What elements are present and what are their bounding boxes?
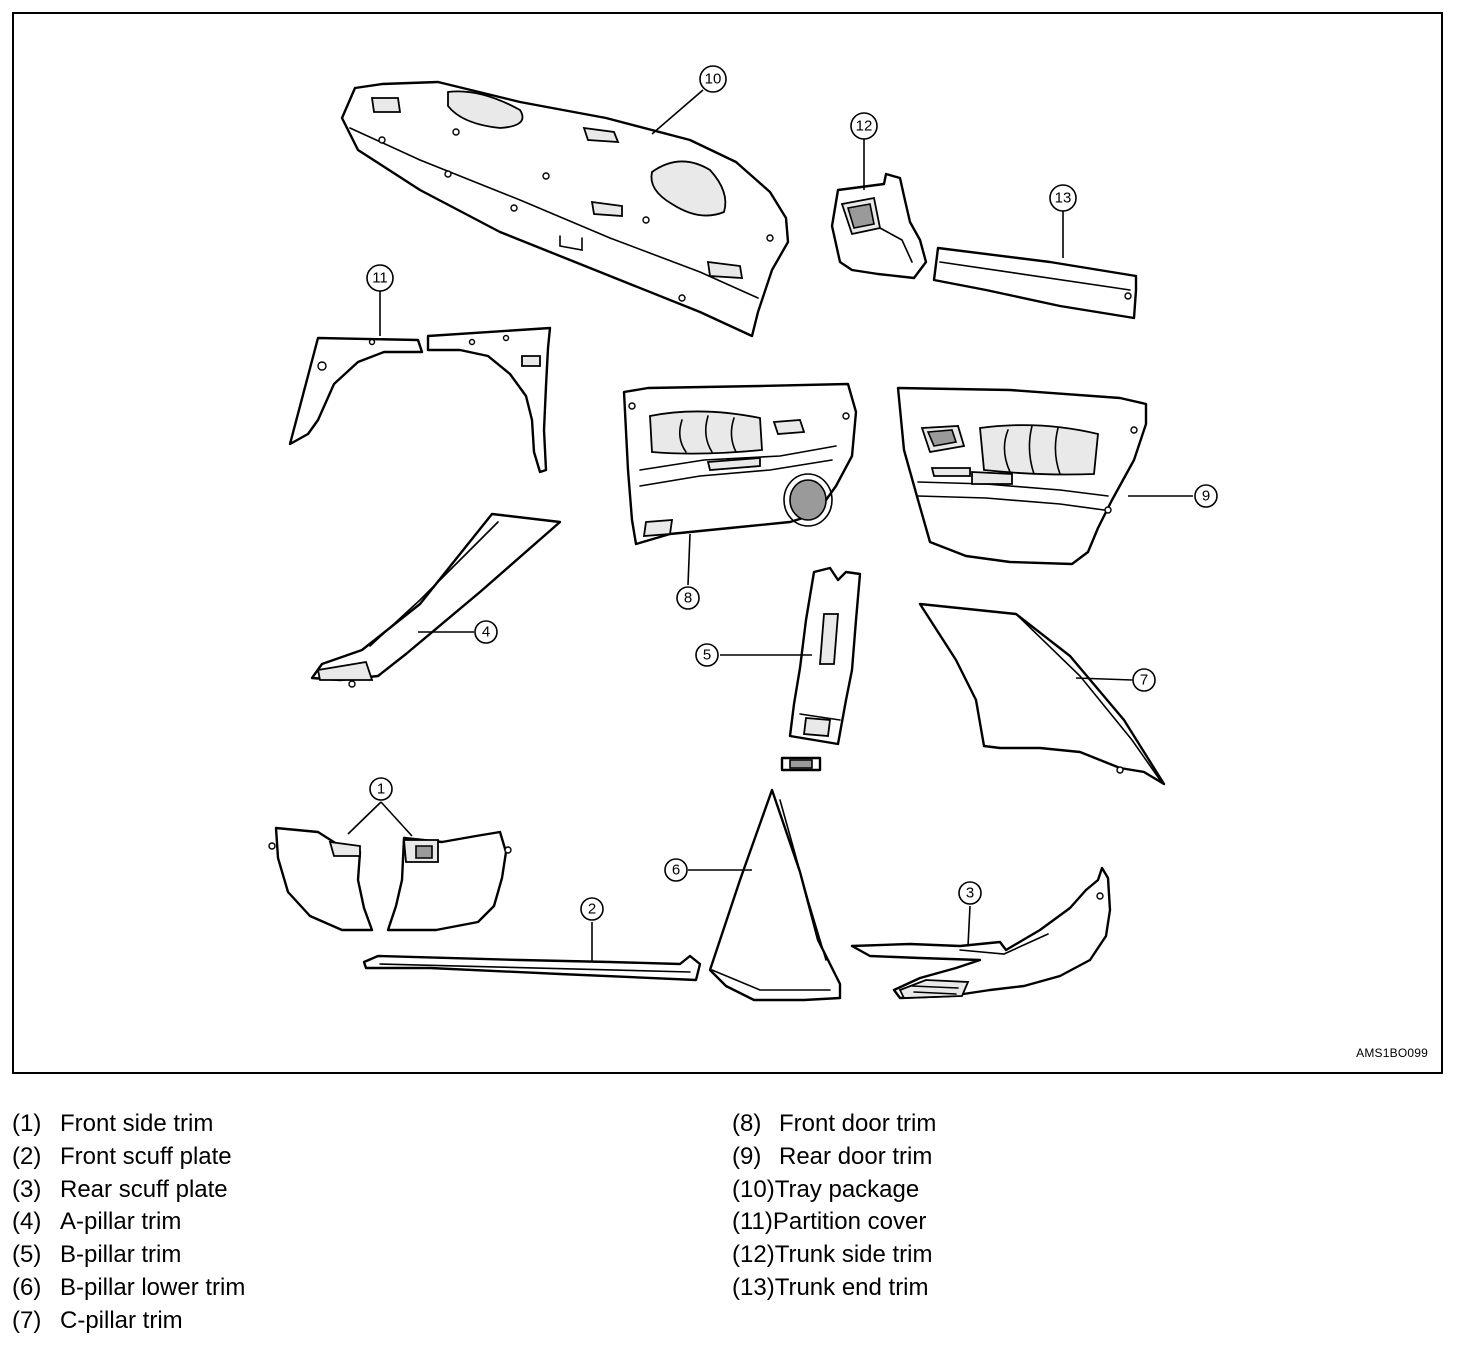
exploded-parts-diagram: 1 2 3 4 5 6 7 8 9 10 11 12 13	[268, 65, 1218, 1002]
svg-text:9: 9	[1202, 488, 1210, 505]
svg-text:8: 8	[684, 590, 692, 607]
callout-11: 11	[366, 264, 394, 292]
svg-text:2: 2	[588, 901, 596, 918]
legend-item: (10)Tray package	[732, 1174, 936, 1207]
legend-right: (8) Front door trim (9) Rear door trim (10…	[732, 1108, 936, 1305]
figure-code: AMS1BO099	[1356, 1046, 1428, 1060]
legend-number: (11)	[732, 1208, 773, 1236]
legend-number: (3)	[12, 1175, 42, 1203]
b-pillar-trim-part	[780, 566, 862, 772]
trunk-end-trim-part	[932, 246, 1138, 320]
legend-number: (9)	[732, 1142, 762, 1170]
legend-label: Rear scuff plate	[60, 1175, 228, 1203]
legend-number: (7)	[12, 1306, 42, 1334]
partition-cover-part	[288, 326, 552, 474]
legend-label: Front door trim	[779, 1110, 937, 1137]
legend-number: (10)	[732, 1175, 775, 1203]
svg-text:12: 12	[856, 118, 873, 135]
legend-item: (2) Front scuff plate	[12, 1141, 245, 1174]
callout-8: 8	[676, 586, 700, 610]
legend-label: C-pillar trim	[60, 1306, 183, 1334]
trunk-side-trim-part	[830, 172, 928, 280]
svg-text:11: 11	[372, 270, 388, 287]
callout-7: 7	[1132, 668, 1156, 692]
legend-item: (12)Trunk side trim	[732, 1239, 936, 1272]
legend-item: (6) B-pillar lower trim	[12, 1272, 245, 1305]
legend-label: B-pillar trim	[60, 1241, 182, 1269]
legend-label: Front scuff plate	[60, 1142, 232, 1170]
legend-item: (13)Trunk end trim	[732, 1272, 936, 1305]
svg-text:10: 10	[705, 71, 722, 88]
c-pillar-trim-part	[918, 602, 1166, 786]
legend-left: (1)Front side trim (2)Front scuff plate …	[12, 1108, 245, 1338]
a-pillar-trim-part	[310, 512, 562, 688]
callout-5: 5	[695, 643, 719, 667]
callout-9: 9	[1194, 484, 1218, 508]
callout-13: 13	[1049, 184, 1077, 212]
legend-label: Partition cover	[772, 1208, 927, 1236]
front-scuff-plate-part	[362, 954, 702, 982]
callout-4: 4	[474, 620, 498, 644]
legend-number: (2)	[12, 1142, 42, 1170]
legend-item: (4) A-pillar trim	[12, 1206, 245, 1239]
callout-2: 2	[580, 897, 604, 921]
legend-number: (12)	[732, 1241, 775, 1269]
legend-item: (7) C-pillar trim	[12, 1305, 245, 1338]
front-door-trim-part	[622, 382, 858, 546]
callout-12: 12	[850, 112, 878, 140]
callout-10: 10	[699, 65, 727, 93]
legend-item: (8) Front door trim	[732, 1108, 936, 1141]
legend-item: (5) B-pillar trim	[12, 1239, 245, 1272]
svg-text:6: 6	[672, 862, 680, 879]
leader-lines	[347, 89, 1193, 962]
legend-label: Trunk side trim	[774, 1241, 933, 1269]
legend-item: (1) Front side trim	[12, 1108, 245, 1141]
svg-text:13: 13	[1055, 190, 1072, 207]
legend-item: (11)Partition cover	[732, 1206, 936, 1239]
tray-package-part	[340, 80, 790, 338]
legend-number: (13)	[732, 1273, 775, 1301]
callout-3: 3	[958, 881, 982, 905]
legend-label: A-pillar trim	[60, 1208, 182, 1236]
callout-6: 6	[664, 858, 688, 882]
svg-text:7: 7	[1140, 672, 1148, 689]
legend-number: (5)	[12, 1241, 42, 1269]
legend-number: (8)	[732, 1110, 762, 1137]
svg-text:3: 3	[966, 885, 974, 902]
legend-label: Trunk end trim	[774, 1273, 929, 1301]
rear-door-trim-part	[896, 386, 1148, 566]
legend-item: (9) Rear door trim	[732, 1141, 936, 1174]
legend-label: Front side trim	[60, 1110, 214, 1137]
legend-number: (1)	[12, 1110, 42, 1137]
front-side-trim-part	[268, 826, 512, 932]
svg-text:5: 5	[703, 647, 711, 664]
legend-label: Tray package	[774, 1175, 920, 1203]
rear-scuff-plate-part	[850, 866, 1112, 1000]
legend-label: B-pillar lower trim	[60, 1273, 246, 1301]
callout-1: 1	[369, 777, 393, 801]
svg-text:4: 4	[482, 624, 490, 641]
legend-item: (3) Rear scuff plate	[12, 1174, 245, 1207]
legend-number: (6)	[12, 1273, 42, 1301]
legend-number: (4)	[12, 1208, 42, 1236]
svg-text:1: 1	[377, 781, 385, 798]
b-pillar-lower-trim-part	[708, 788, 842, 1002]
legend-label: Rear door trim	[779, 1142, 933, 1170]
